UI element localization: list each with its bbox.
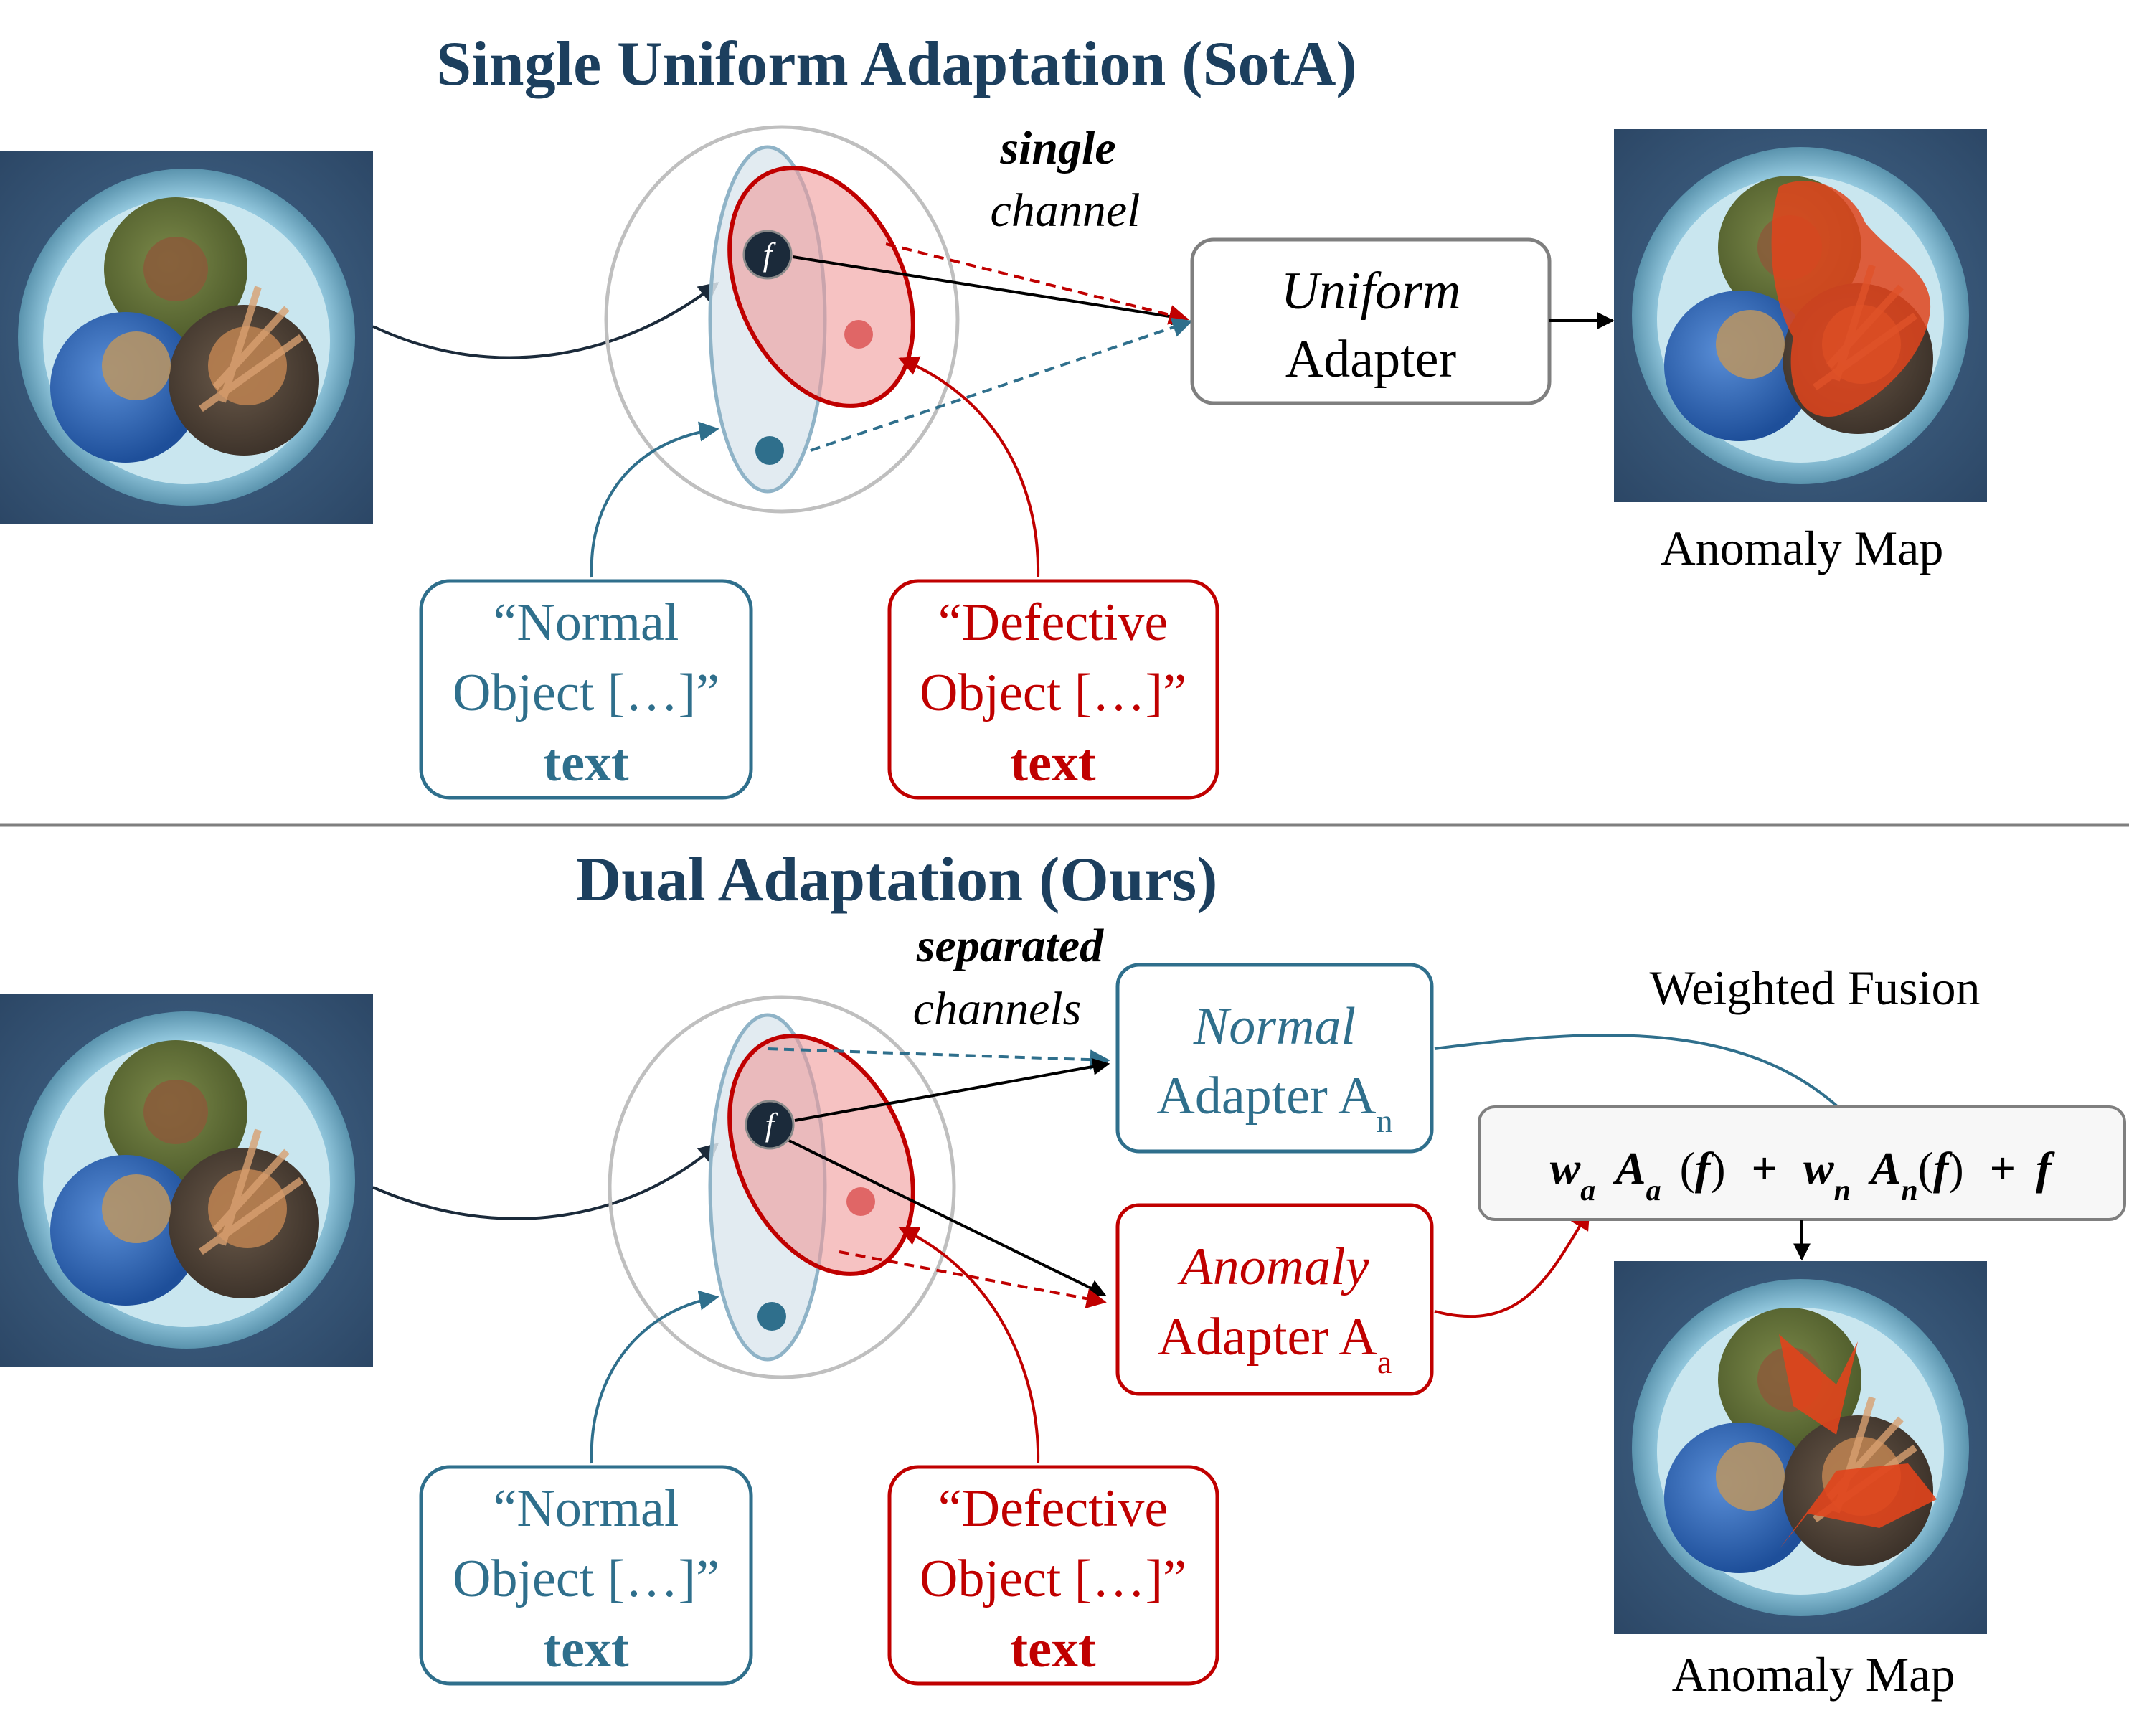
bottom-feature-node (745, 1100, 795, 1150)
bottom-defect-text-line2: Object […]” (920, 1549, 1186, 1608)
bottom-title: Dual Adaptation (Ours) (576, 845, 1218, 915)
anomaly-adapter-line2: Adapter Aa (1158, 1308, 1392, 1380)
top-embedding-space: f (604, 125, 960, 514)
uniform-adapter-line1: Uniform (1281, 262, 1461, 321)
top-normal-text-line2: Object […]” (453, 664, 719, 722)
top-title: Single Uniform Adaptation (SotA) (436, 29, 1356, 99)
top-normal-text-arrow (590, 421, 719, 578)
normal-adapter-line1: Normal (1193, 997, 1356, 1056)
top-defect-dashed-arrow (885, 242, 1189, 325)
bottom-input-image (0, 994, 373, 1367)
bottom-normal-dashed-arrow (767, 1047, 1110, 1070)
bottom-normal-point (757, 1302, 786, 1331)
bottom-feature-to-normal-arrow (794, 1058, 1110, 1122)
top-normal-text-box: “Normal Object […]” text (419, 579, 753, 800)
top-image-arrow (372, 282, 719, 359)
top-defect-text-line3: text (1010, 734, 1095, 793)
uniform-adapter-box: Uniform Adapter (1190, 237, 1552, 405)
top-normal-text-line3: text (543, 734, 628, 793)
top-channel-italic: channel (991, 184, 1141, 237)
bottom-channel-italic: channels (913, 983, 1082, 1035)
fusion-formula-box: wa Aa (f) + wn An(f) + f (1478, 1105, 2126, 1221)
uniform-adapter-line2: Adapter (1285, 330, 1456, 389)
bottom-defect-text-line3: text (1010, 1620, 1095, 1679)
bottom-channel-bold: separated (916, 920, 1104, 972)
top-feature-node (742, 230, 793, 280)
top-defect-point (844, 320, 873, 349)
weighted-fusion-label: Weighted Fusion (1649, 961, 1980, 1015)
top-feature-to-adapter-arrow (792, 255, 1189, 326)
top-anomaly-map-image (1614, 129, 1987, 502)
top-normal-point (755, 436, 784, 465)
bottom-image-arrow (372, 1143, 719, 1220)
top-normal-dashed-arrow (810, 317, 1193, 452)
normal-adapter-to-fusion-arrow (1434, 1034, 1870, 1141)
bottom-defect-dashed-arrow (839, 1250, 1107, 1309)
anomaly-adapter-line1: Anomaly (1176, 1237, 1369, 1296)
top-anomaly-map-label: Anomaly Map (1661, 521, 1944, 575)
top-defect-text-line2: Object […]” (920, 664, 1186, 722)
bottom-anomaly-map-label: Anomaly Map (1672, 1647, 1955, 1702)
top-defect-text-box: “Defective Object […]” text (887, 579, 1219, 800)
bottom-anomaly-map-image (1614, 1261, 1987, 1634)
bottom-defect-point (846, 1187, 875, 1216)
top-channel-bold: single (999, 122, 1115, 174)
anomaly-adapter-box: Anomaly Adapter Aa (1115, 1203, 1434, 1396)
normal-adapter-line2: Adapter An (1156, 1067, 1392, 1139)
bottom-feature-to-anomaly-arrow (788, 1139, 1107, 1296)
bottom-normal-text-line3: text (543, 1620, 628, 1679)
top-defect-text-line1: “Defective (938, 593, 1168, 652)
bottom-normal-text-line1: “Normal (494, 1479, 679, 1538)
bottom-normal-text-line2: Object […]” (453, 1549, 719, 1608)
bottom-normal-text-box: “Normal Object […]” text (419, 1465, 753, 1686)
bottom-defect-text-box: “Defective Object […]” text (887, 1465, 1219, 1686)
bottom-normal-text-arrow (590, 1290, 719, 1464)
anomaly-adapter-to-fusion-arrow (1434, 1209, 1590, 1318)
top-normal-text-line1: “Normal (494, 593, 679, 652)
bottom-defect-text-arrow (898, 1227, 1040, 1464)
top-input-image (0, 151, 373, 524)
normal-adapter-box: Normal Adapter An (1115, 963, 1434, 1154)
top-defect-text-arrow (898, 356, 1040, 578)
bottom-defect-text-line1: “Defective (938, 1479, 1168, 1538)
